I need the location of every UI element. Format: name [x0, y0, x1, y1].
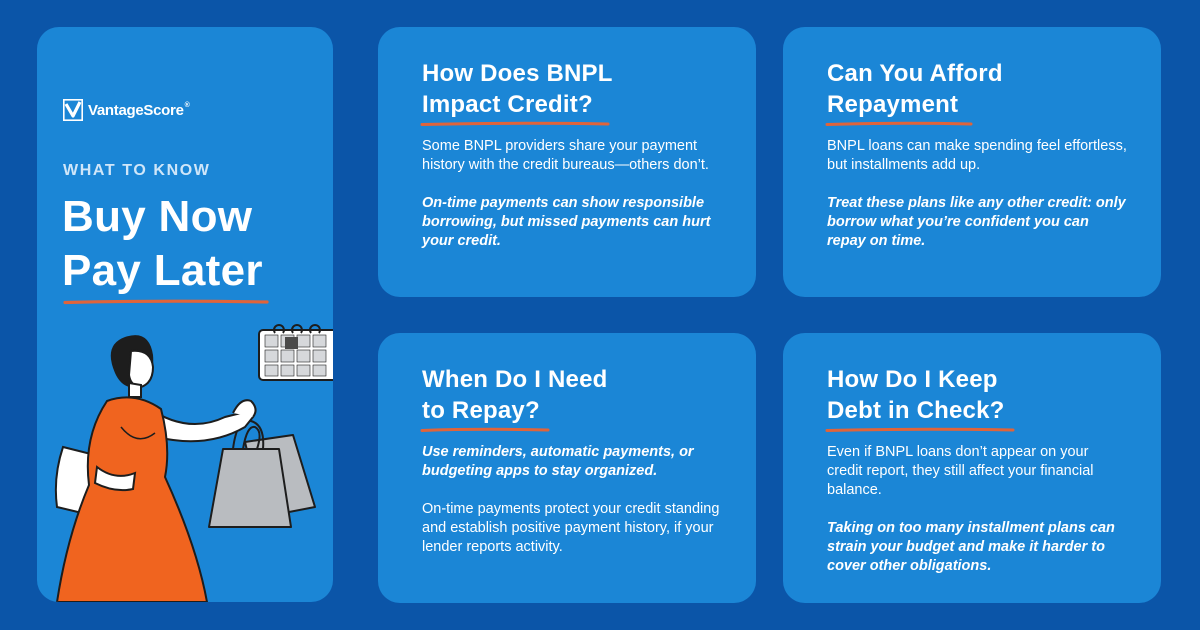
card-when-to-repay: When Do I Need to Repay? Use reminders, … — [378, 333, 756, 603]
hero-panel: VantageScore® WHAT TO KNOW Buy Now Pay L… — [37, 27, 333, 602]
card-title: How Does BNPL Impact Credit? — [422, 60, 613, 118]
shopping-bag-icon — [208, 419, 316, 528]
person-head — [110, 335, 155, 398]
vantagescore-logo: VantageScore® — [63, 99, 190, 121]
card-paragraph: Even if BNPL loans don’t appear on your … — [827, 444, 1094, 498]
card-title-underline — [825, 121, 973, 126]
card-title: When Do I Need to Repay? — [422, 366, 608, 424]
eyebrow-label: WHAT TO KNOW — [63, 162, 211, 179]
card-body: Even if BNPL loans don’t appear on your … — [827, 443, 1127, 576]
title-underline — [63, 299, 269, 305]
card-paragraph: On-time payments protect your credit sta… — [422, 501, 720, 555]
card-paragraph: BNPL loans can make spending feel effort… — [827, 138, 1127, 173]
card-title: Can You Afford Repayment — [827, 60, 1003, 118]
card-highlight: On-time payments can show responsible bo… — [422, 195, 711, 249]
card-title-underline — [420, 121, 610, 126]
card-body: Some BNPL providers share your payment h… — [422, 137, 722, 251]
vantagescore-logo-icon — [63, 99, 83, 121]
card-keep-debt-in-check: How Do I Keep Debt in Check? Even if BNP… — [783, 333, 1161, 603]
card-paragraph: Some BNPL providers share your payment h… — [422, 138, 709, 173]
card-title-underline — [420, 427, 550, 432]
page-title-line1: Buy Now — [62, 192, 253, 241]
logo-wordmark: VantageScore® — [88, 101, 190, 119]
card-highlight: Taking on too many installment plans can… — [827, 520, 1115, 574]
person-body — [54, 396, 209, 602]
card-title-underline — [825, 427, 1015, 432]
calendar-icon — [258, 324, 333, 381]
card-body: Use reminders, automatic payments, or bu… — [422, 443, 722, 557]
card-afford-repayment: Can You Afford Repayment BNPL loans can … — [783, 27, 1161, 297]
card-title: How Do I Keep Debt in Check? — [827, 366, 1005, 424]
page-title-line2: Pay Later — [62, 246, 263, 295]
card-highlight: Treat these plans like any other credit:… — [827, 195, 1126, 249]
page-title: Buy Now Pay Later — [62, 190, 263, 298]
card-highlight: Use reminders, automatic payments, or bu… — [422, 444, 694, 479]
card-bnpl-impact-credit: How Does BNPL Impact Credit? Some BNPL p… — [378, 27, 756, 297]
shopper-illustration — [54, 324, 333, 602]
card-body: BNPL loans can make spending feel effort… — [827, 137, 1127, 251]
